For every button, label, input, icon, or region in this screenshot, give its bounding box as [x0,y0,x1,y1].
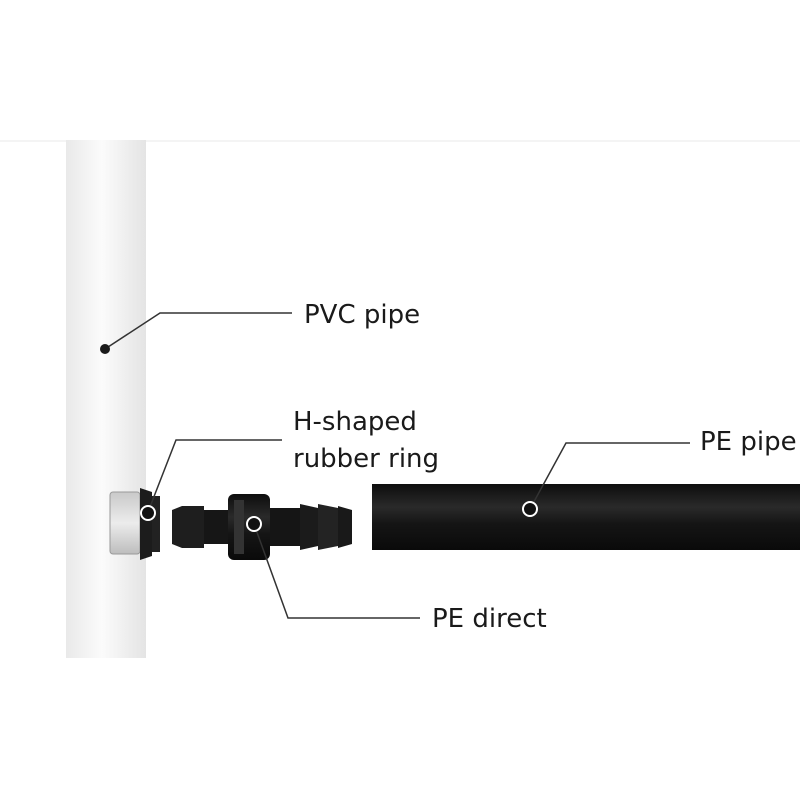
rubber-ring-label-line2: rubber ring [293,444,440,474]
pvc-pipe [66,140,146,658]
pe-pipe [372,484,800,550]
leader-line-pe-direct [253,523,420,619]
leader-line-pe-pipe [529,442,690,510]
leader-line-ring [147,439,282,513]
marker-dot-ring [140,505,156,521]
pvc-pipe-label: PVC pipe [304,300,421,330]
background-band [0,140,800,142]
marker-dot-pvc [100,344,110,354]
marker-dot-pe-pipe [522,501,538,517]
pe-direct-connector [172,494,352,560]
rubber-ring-label-line1: H-shaped [293,407,417,437]
rubber-ring-label: H-shaped rubber ring [293,404,439,478]
marker-dot-pe-direct [246,516,262,532]
pe-pipe-label: PE pipe [700,427,797,457]
pe-direct-label: PE direct [432,604,547,634]
leader-line-pvc [104,312,292,350]
